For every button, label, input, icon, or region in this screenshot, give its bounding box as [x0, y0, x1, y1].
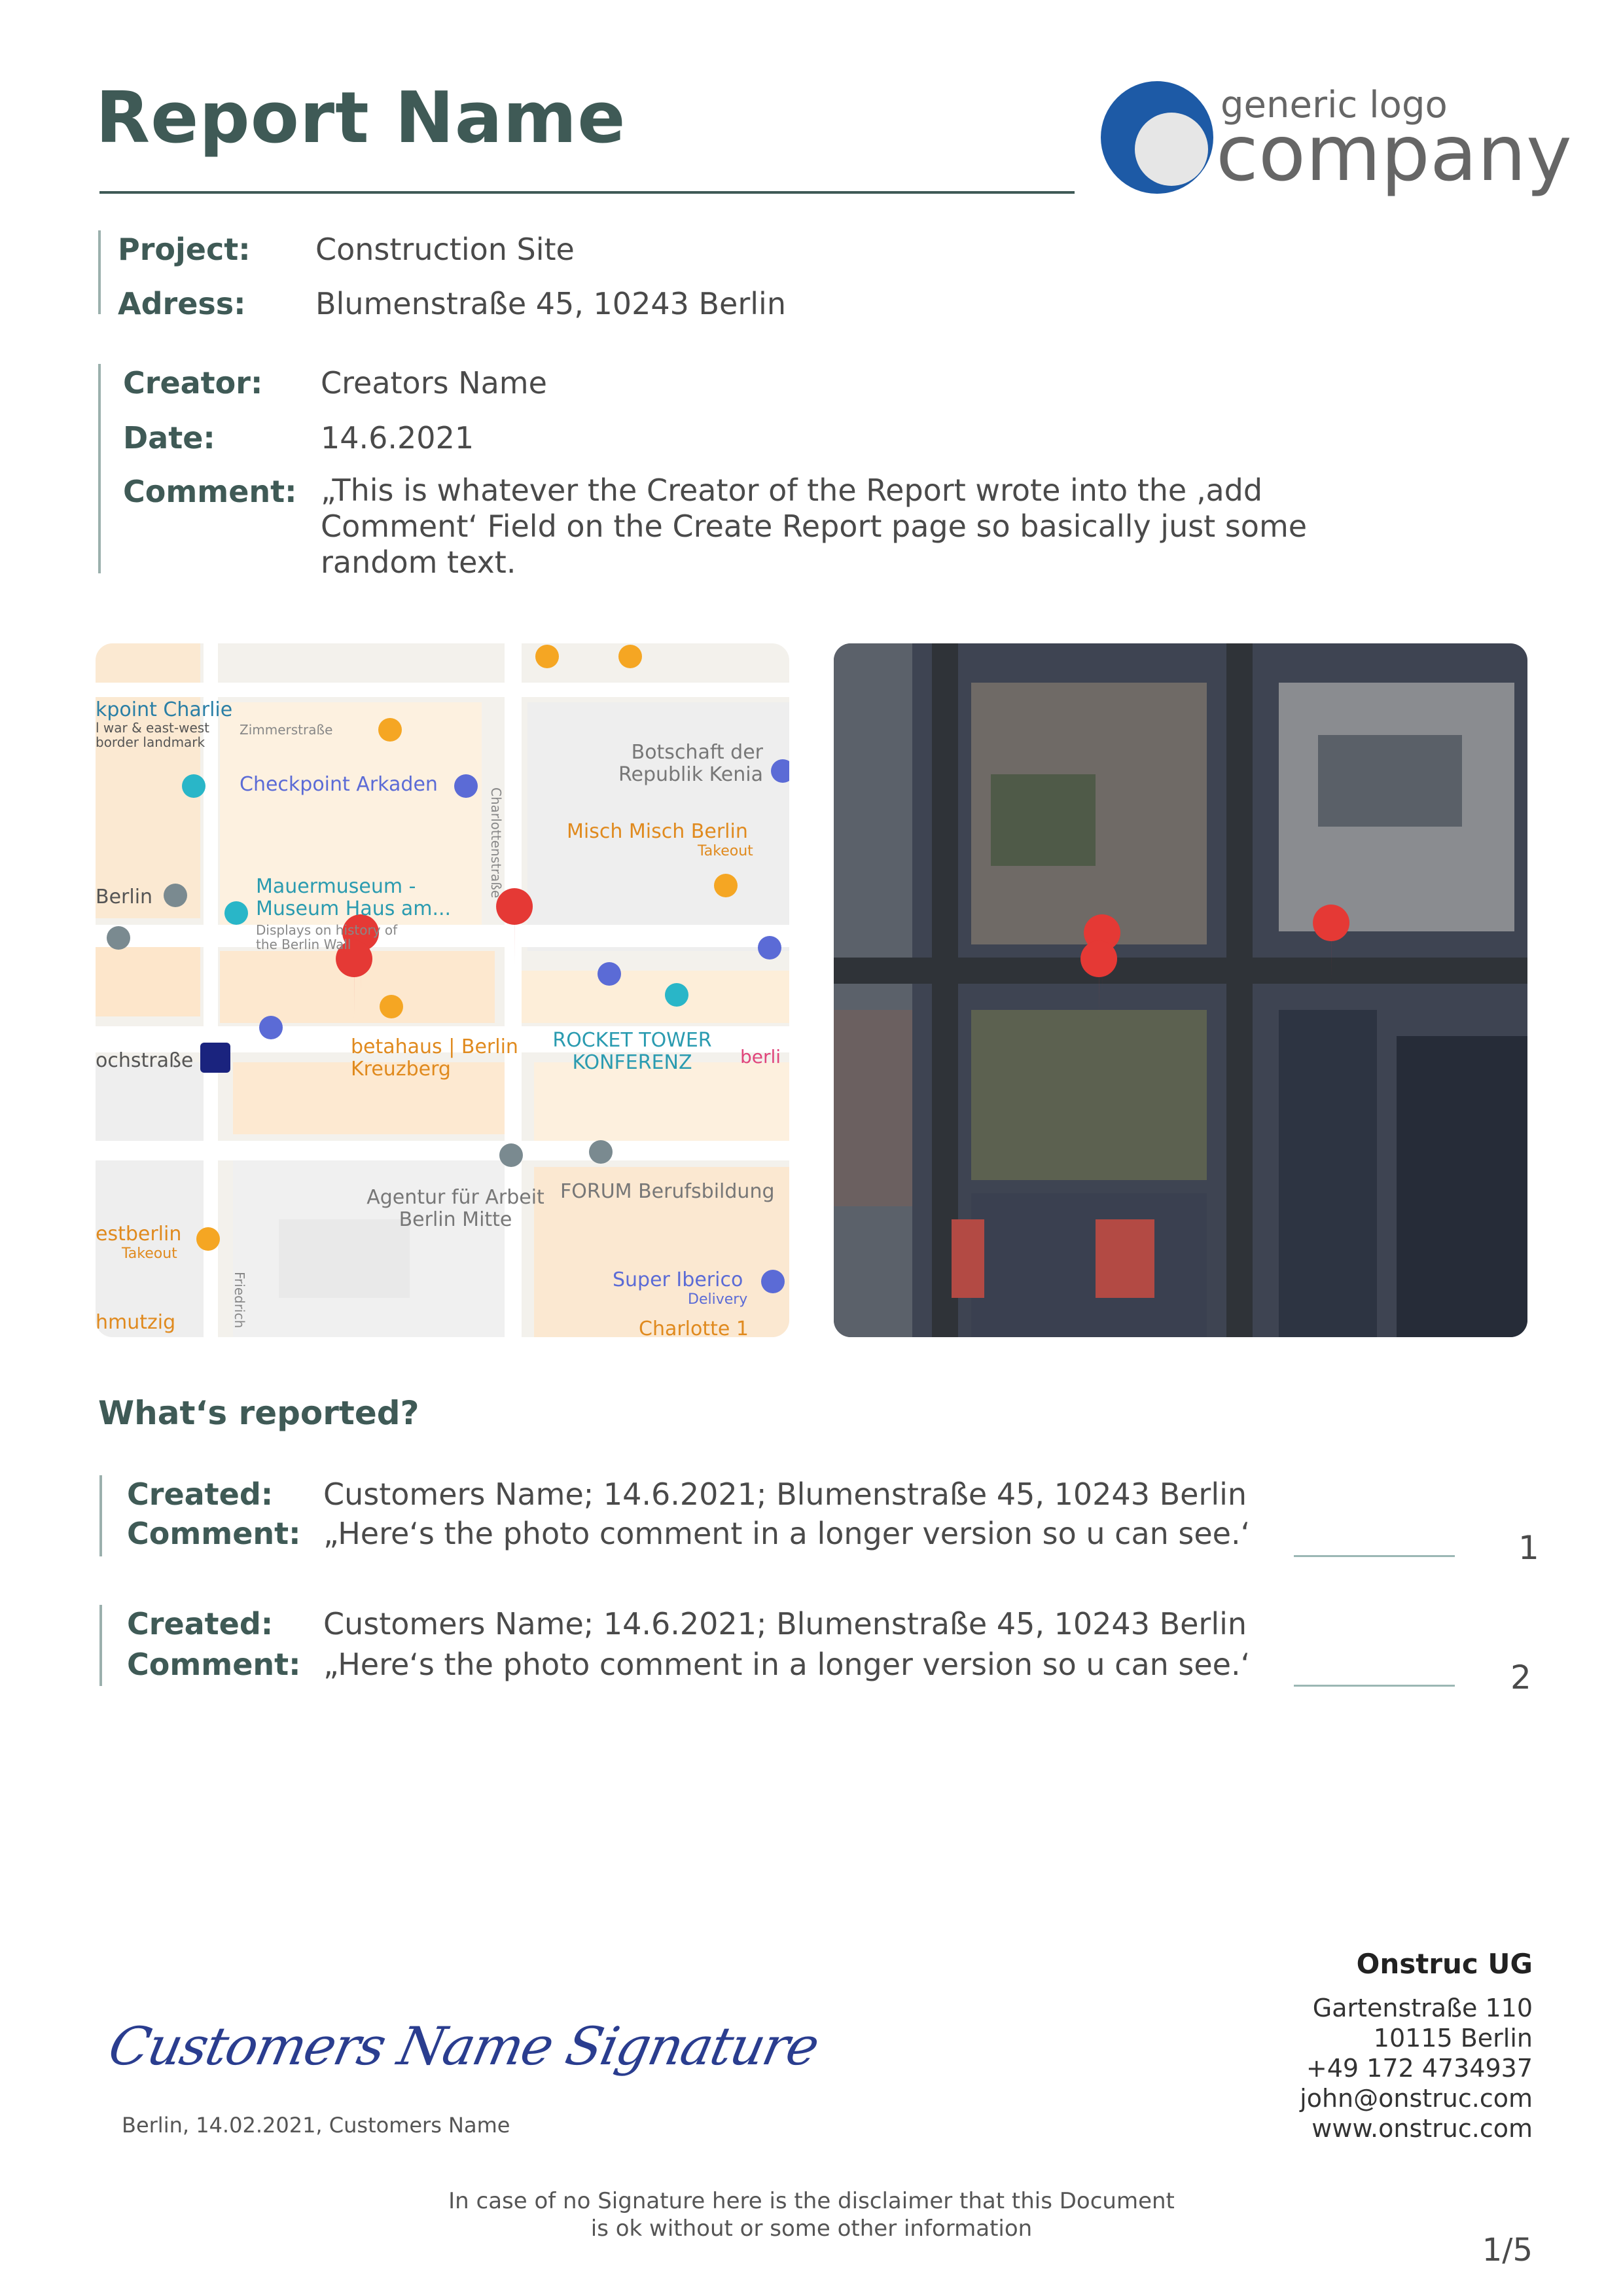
page-title: Report Name: [96, 77, 626, 159]
logo-name: company: [1216, 108, 1572, 198]
map-label-rocket: ROCKET TOWER KONFERENZ: [552, 1029, 712, 1074]
map-label-agentur: Agentur für Arbeit Berlin Mitte: [366, 1186, 544, 1231]
logo-mark-icon: [1101, 81, 1213, 194]
report-item-2-number: 2: [1510, 1659, 1531, 1696]
disclaimer-line-2: is ok without or some other information: [590, 2215, 1033, 2242]
report-item-1-number: 1: [1518, 1529, 1539, 1567]
project-value: Construction Site: [315, 232, 575, 267]
map-label-betahaus: betahaus | Berlin Kreuzberg: [351, 1035, 518, 1081]
report-item-1-line: [1294, 1555, 1455, 1557]
adress-value: Blumenstraße 45, 10243 Berlin: [315, 286, 786, 321]
map-label-berlin-right: berli: [740, 1046, 781, 1067]
report-item-1-created-label: Created:: [127, 1477, 274, 1512]
report-item-2-created-label: Created:: [127, 1606, 274, 1641]
reported-heading: What‘s reported?: [98, 1394, 419, 1432]
map-label-mauer-sub: Displays on history of the Berlin Wall: [256, 922, 398, 952]
comment-value: „This is whatever the Creator of the Rep…: [321, 473, 1308, 580]
map-label-westberlin: estberlin: [96, 1223, 182, 1246]
company-phone: +49 172 4734937: [1306, 2054, 1533, 2083]
creator-accent-bar: [98, 364, 101, 573]
page-indicator: 1/5: [1482, 2232, 1533, 2269]
report-item-2-comment-value: „Here‘s the photo comment in a longer ve…: [323, 1647, 1251, 1682]
map-label-charlotte1: Charlotte 1: [639, 1318, 749, 1337]
map-label-misch: Misch Misch Berlin: [567, 820, 748, 843]
report-item-1-comment-label: Comment:: [127, 1516, 301, 1551]
map-label-forum: FORUM Berufsbildung: [560, 1180, 775, 1203]
company-city: 10115 Berlin: [1373, 2024, 1533, 2053]
date-label: Date:: [123, 420, 215, 456]
company-street: Gartenstraße 110: [1312, 1994, 1533, 2022]
report-item-1-bar: [99, 1475, 102, 1556]
company-website[interactable]: www.onstruc.com: [1311, 2114, 1533, 2143]
map-label-checkpoint-sub: l war & east-west border landmark: [96, 720, 210, 750]
map-label-charlotten: Charlottenstraße: [488, 787, 504, 899]
street-map[interactable]: kpoint Charlie l war & east-west border …: [96, 643, 789, 1337]
map-label-takeout: Takeout: [698, 843, 753, 859]
title-divider: [99, 191, 1075, 194]
report-item-1-created-value: Customers Name; 14.6.2021; Blumenstraße …: [323, 1477, 1247, 1512]
report-item-2-bar: [99, 1605, 102, 1686]
map-label-berlin: Berlin: [96, 886, 153, 908]
report-item-2-comment-label: Comment:: [127, 1647, 301, 1682]
signature-caption: Berlin, 14.02.2021, Customers Name: [122, 2113, 510, 2138]
disclaimer-line-1: In case of no Signature here is the disc…: [448, 2188, 1175, 2214]
map-label-friedrich: Friedrich: [232, 1272, 247, 1329]
customer-signature: Customers Name Signature: [103, 2016, 824, 2077]
map-label-schmutzig: hmutzig: [96, 1311, 176, 1334]
map-label-zimmer: Zimmerstraße: [240, 722, 333, 738]
report-item-2-line: [1294, 1685, 1455, 1687]
map-label-mauer: Mauermuseum - Museum Haus am...: [256, 875, 452, 920]
comment-label: Comment:: [123, 474, 297, 509]
creator-value: Creators Name: [321, 365, 547, 401]
map-label-checkpoint: kpoint Charlie: [96, 698, 233, 721]
company-email[interactable]: john@onstruc.com: [1300, 2084, 1533, 2113]
creator-label: Creator:: [123, 365, 263, 401]
map-label-arkaden: Checkpoint Arkaden: [240, 773, 438, 796]
project-label: Project:: [118, 232, 251, 267]
map-label-iberico-sub: Delivery: [688, 1291, 748, 1308]
report-item-1-comment-value: „Here‘s the photo comment in a longer ve…: [323, 1516, 1251, 1551]
map-label-iberico: Super Iberico: [613, 1268, 743, 1291]
project-accent-bar: [98, 230, 101, 314]
report-item-2-created-value: Customers Name; 14.6.2021; Blumenstraße …: [323, 1606, 1247, 1641]
date-value: 14.6.2021: [321, 420, 474, 456]
map-label-westberlin-sub: Takeout: [122, 1246, 177, 1262]
logo-tagline: generic logo: [1221, 84, 1448, 126]
satellite-map[interactable]: [834, 643, 1527, 1337]
company-name: Onstruc UG: [1356, 1948, 1533, 1980]
map-label-botschaft: Botschaft der Republik Kenia: [618, 741, 763, 786]
adress-label: Adress:: [118, 286, 246, 321]
company-logo: [1099, 72, 1558, 203]
map-label-kochstr: ochstraße: [96, 1049, 194, 1072]
